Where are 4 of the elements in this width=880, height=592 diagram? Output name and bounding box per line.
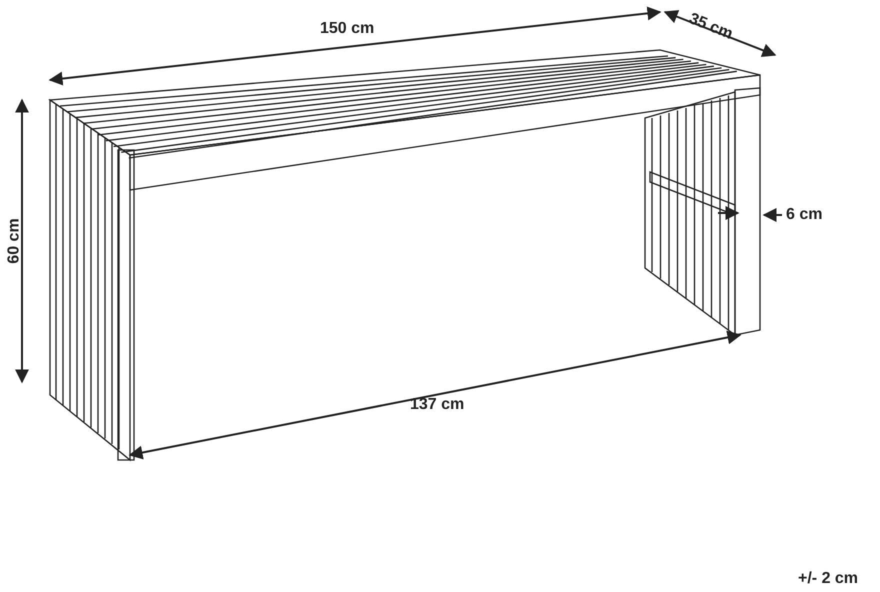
dimension-label: 6 cm <box>786 206 822 224</box>
dimension-label: 60 cm <box>6 218 24 264</box>
tolerance-note: +/- 2 cm <box>798 570 858 588</box>
dimension-label: 150 cm <box>320 20 374 38</box>
